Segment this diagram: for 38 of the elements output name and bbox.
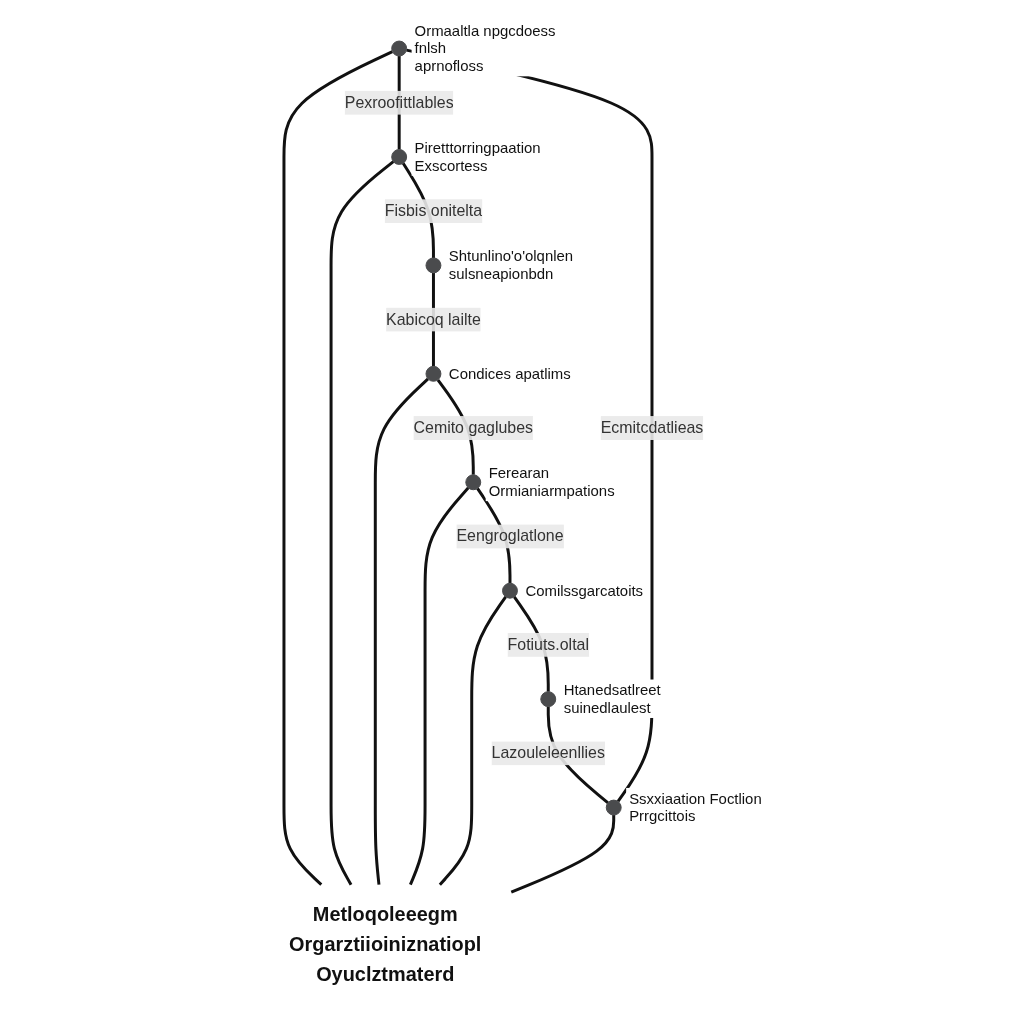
node-circle [425,365,442,382]
node-circle [540,691,557,708]
node-circle [502,582,518,599]
node-caption: Piretttorringpaation [414,139,541,156]
edge-label: Kabicoq lailte [386,310,481,328]
node-caption: Exscortess [414,156,488,174]
node-caption: Ferearan [488,464,550,482]
connector [329,160,395,886]
edge-label: Pexroofittlables [344,93,454,111]
edge-label: Lazouleleenllies [491,744,605,762]
connector [373,377,429,885]
node-caption: Comilssgarcatoits [525,581,644,599]
node-caption: Htanedsatlreet [563,681,661,699]
node-circle [391,40,408,57]
node-caption: Ormianiarmpations [488,482,615,500]
node-caption: Shtunlino'o'olqnlen [448,247,574,265]
connector [409,486,470,886]
node-caption: Condices apatlims [448,364,571,382]
edge-label: Fotiuts.oltal [507,635,589,653]
connector [510,815,616,894]
node-caption: aprnofloss [414,57,484,75]
node-caption: Ssxxiaation Foctlion [629,789,762,807]
edge-label: Ecmitcdatlieas [600,419,704,437]
node-text: Metloqoleeegm Orgarztiioiniznatiopl Oyuclztmaterd [289,903,482,986]
node-circle [391,149,408,165]
node-caption: Prrgcittois [629,807,696,825]
connector [438,595,507,886]
edge-label: Eengroglatlone [456,527,564,545]
node-circle [605,799,622,816]
node-caption: suinedlaulest [563,699,651,717]
node-caption: sulsneapionbdn [448,265,554,283]
node-caption: fnlsh [414,39,447,57]
node-circle [425,257,442,274]
edge-label: Fisbis onitelta [384,202,483,220]
edge-label: Cemito gaglubes [413,419,533,437]
node-caption: Ormaaltla npgcdoess [414,21,556,39]
node-circle [465,474,482,491]
connector [282,50,394,886]
